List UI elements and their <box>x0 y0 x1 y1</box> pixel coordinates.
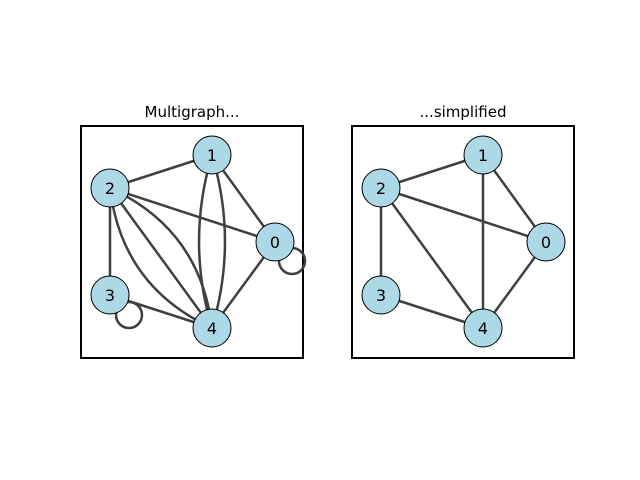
node-label-4: 4 <box>478 319 488 338</box>
edge-2-4-2 <box>108 187 213 330</box>
node-circle-0 <box>255 222 295 262</box>
node-1: 1 <box>192 135 232 175</box>
edge-2-4 <box>379 187 485 329</box>
node-label-0: 0 <box>541 233 551 252</box>
panel-multigraph: Multigraph... 0 1 2 3 4 <box>80 103 307 359</box>
node-circle-2 <box>90 168 130 208</box>
node-circle-1 <box>192 135 232 175</box>
nodes-simplified: 0 1 2 3 4 <box>361 135 566 348</box>
node-label-1: 1 <box>478 146 488 165</box>
node-label-1: 1 <box>207 146 217 165</box>
node-2: 2 <box>361 168 401 208</box>
edge-1-4-1 <box>197 154 214 329</box>
panel-simplified: ...simplified 0 1 2 3 4 <box>351 103 575 359</box>
node-label-3: 3 <box>105 286 115 305</box>
node-4: 4 <box>192 308 232 348</box>
node-label-0: 0 <box>270 233 280 252</box>
node-circle-3 <box>361 275 401 315</box>
edges-simplified <box>379 153 548 330</box>
node-circle-2 <box>361 168 401 208</box>
node-1: 1 <box>463 135 503 175</box>
node-label-3: 3 <box>376 286 386 305</box>
node-3: 3 <box>361 275 401 315</box>
self-loop-3 <box>114 300 144 330</box>
node-4: 4 <box>463 308 503 348</box>
edge-2-4-0 <box>109 186 214 329</box>
panel-title-multigraph: Multigraph... <box>145 103 240 121</box>
edge-2-4-1 <box>108 187 214 329</box>
node-circle-4 <box>463 308 503 348</box>
node-0: 0 <box>255 222 295 262</box>
edge-2-0 <box>109 186 276 244</box>
panel-title-simplified: ...simplified <box>420 103 507 121</box>
node-0: 0 <box>526 222 566 262</box>
node-circle-0 <box>526 222 566 262</box>
node-circle-4 <box>192 308 232 348</box>
node-label-2: 2 <box>105 179 115 198</box>
node-2: 2 <box>90 168 130 208</box>
nodes-multigraph: 0 1 2 3 4 <box>90 135 295 348</box>
edge-1-4-0 <box>210 154 227 329</box>
panel-frame-simplified <box>351 125 575 359</box>
edge-2-0 <box>380 186 547 244</box>
panel-frame-multigraph <box>80 125 304 359</box>
node-label-2: 2 <box>376 179 386 198</box>
node-label-4: 4 <box>207 319 217 338</box>
node-3: 3 <box>90 275 130 315</box>
node-circle-3 <box>90 275 130 315</box>
node-circle-1 <box>463 135 503 175</box>
